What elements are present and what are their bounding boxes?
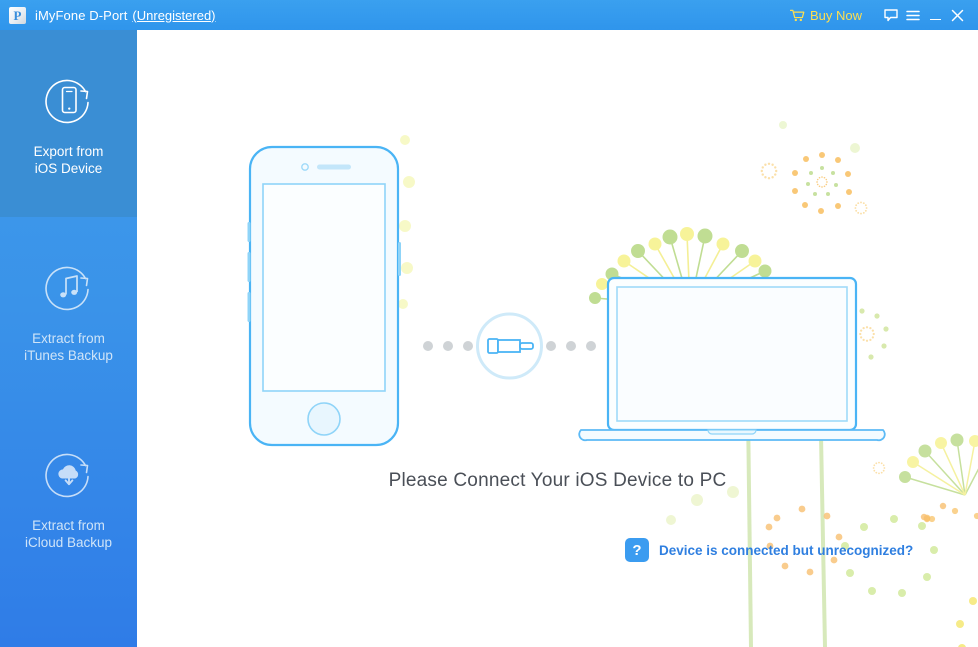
question-mark-icon: ? [625, 538, 649, 562]
sidebar-label-line1: Extract from [32, 517, 105, 533]
music-refresh-icon [44, 266, 89, 310]
connection-indicator [423, 312, 596, 380]
unrecognized-device-link: Device is connected but unrecognized? [659, 542, 914, 558]
menu-button[interactable] [902, 4, 924, 26]
feedback-button[interactable] [880, 4, 902, 26]
unrecognized-device-help[interactable]: ? Device is connected but unrecognized? [625, 538, 913, 562]
sidebar-label-line1: Extract from [32, 330, 105, 346]
page-title: Please Connect Your iOS Device to PC [388, 470, 727, 491]
title-bar-controls: Buy Now [789, 4, 978, 26]
sidebar-item-extract-from-icloud-backup[interactable]: Extract from iCloud Backup [0, 404, 137, 591]
illustration-stage: Please Connect Your iOS Device to PC ? D… [137, 30, 978, 647]
phone-refresh-icon [44, 79, 89, 123]
buy-now-label: Buy Now [809, 7, 862, 23]
close-button[interactable] [946, 4, 968, 26]
app-logo-icon: P [9, 6, 26, 24]
registration-status[interactable]: (Unregistered) [132, 8, 215, 23]
iphone-outline [247, 145, 401, 447]
minimize-button[interactable] [924, 4, 946, 26]
sidebar-item-export-from-ios-device[interactable]: Export from iOS Device [0, 30, 137, 217]
sidebar-label-line1: Export from [33, 143, 104, 159]
close-icon [951, 9, 963, 21]
sidebar-item-label: Export from iOS Device [34, 143, 104, 177]
cart-icon [789, 9, 805, 21]
sidebar-label-line2: iCloud Backup [24, 534, 113, 550]
main-content: Please Connect Your iOS Device to PC ? D… [137, 30, 978, 647]
sidebar-label-line2: iTunes Backup [24, 347, 113, 363]
feedback-icon [884, 8, 898, 21]
laptop-outline [578, 276, 886, 442]
sidebar-item-label: Extract from iTunes Backup [24, 330, 113, 364]
hamburger-menu-icon [906, 10, 920, 20]
sidebar-label-line2: iOS Device [34, 160, 103, 176]
minimize-icon [929, 11, 941, 20]
app-title: iMyFone D-Port [35, 7, 128, 23]
usb-connector-icon [487, 338, 534, 354]
sidebar-item-label: Extract from iCloud Backup [25, 517, 112, 551]
sidebar-item-extract-from-itunes-backup[interactable]: Extract from iTunes Backup [0, 217, 137, 404]
registration-status-text: (Unregistered) [132, 7, 216, 23]
cloud-download-refresh-icon [44, 453, 89, 497]
title-bar: P iMyFone D-Port (Unregistered) Buy Now [0, 0, 978, 30]
sidebar: Export from iOS Device Extract from iTun… [0, 30, 137, 647]
buy-now-button[interactable]: Buy Now [789, 7, 862, 23]
